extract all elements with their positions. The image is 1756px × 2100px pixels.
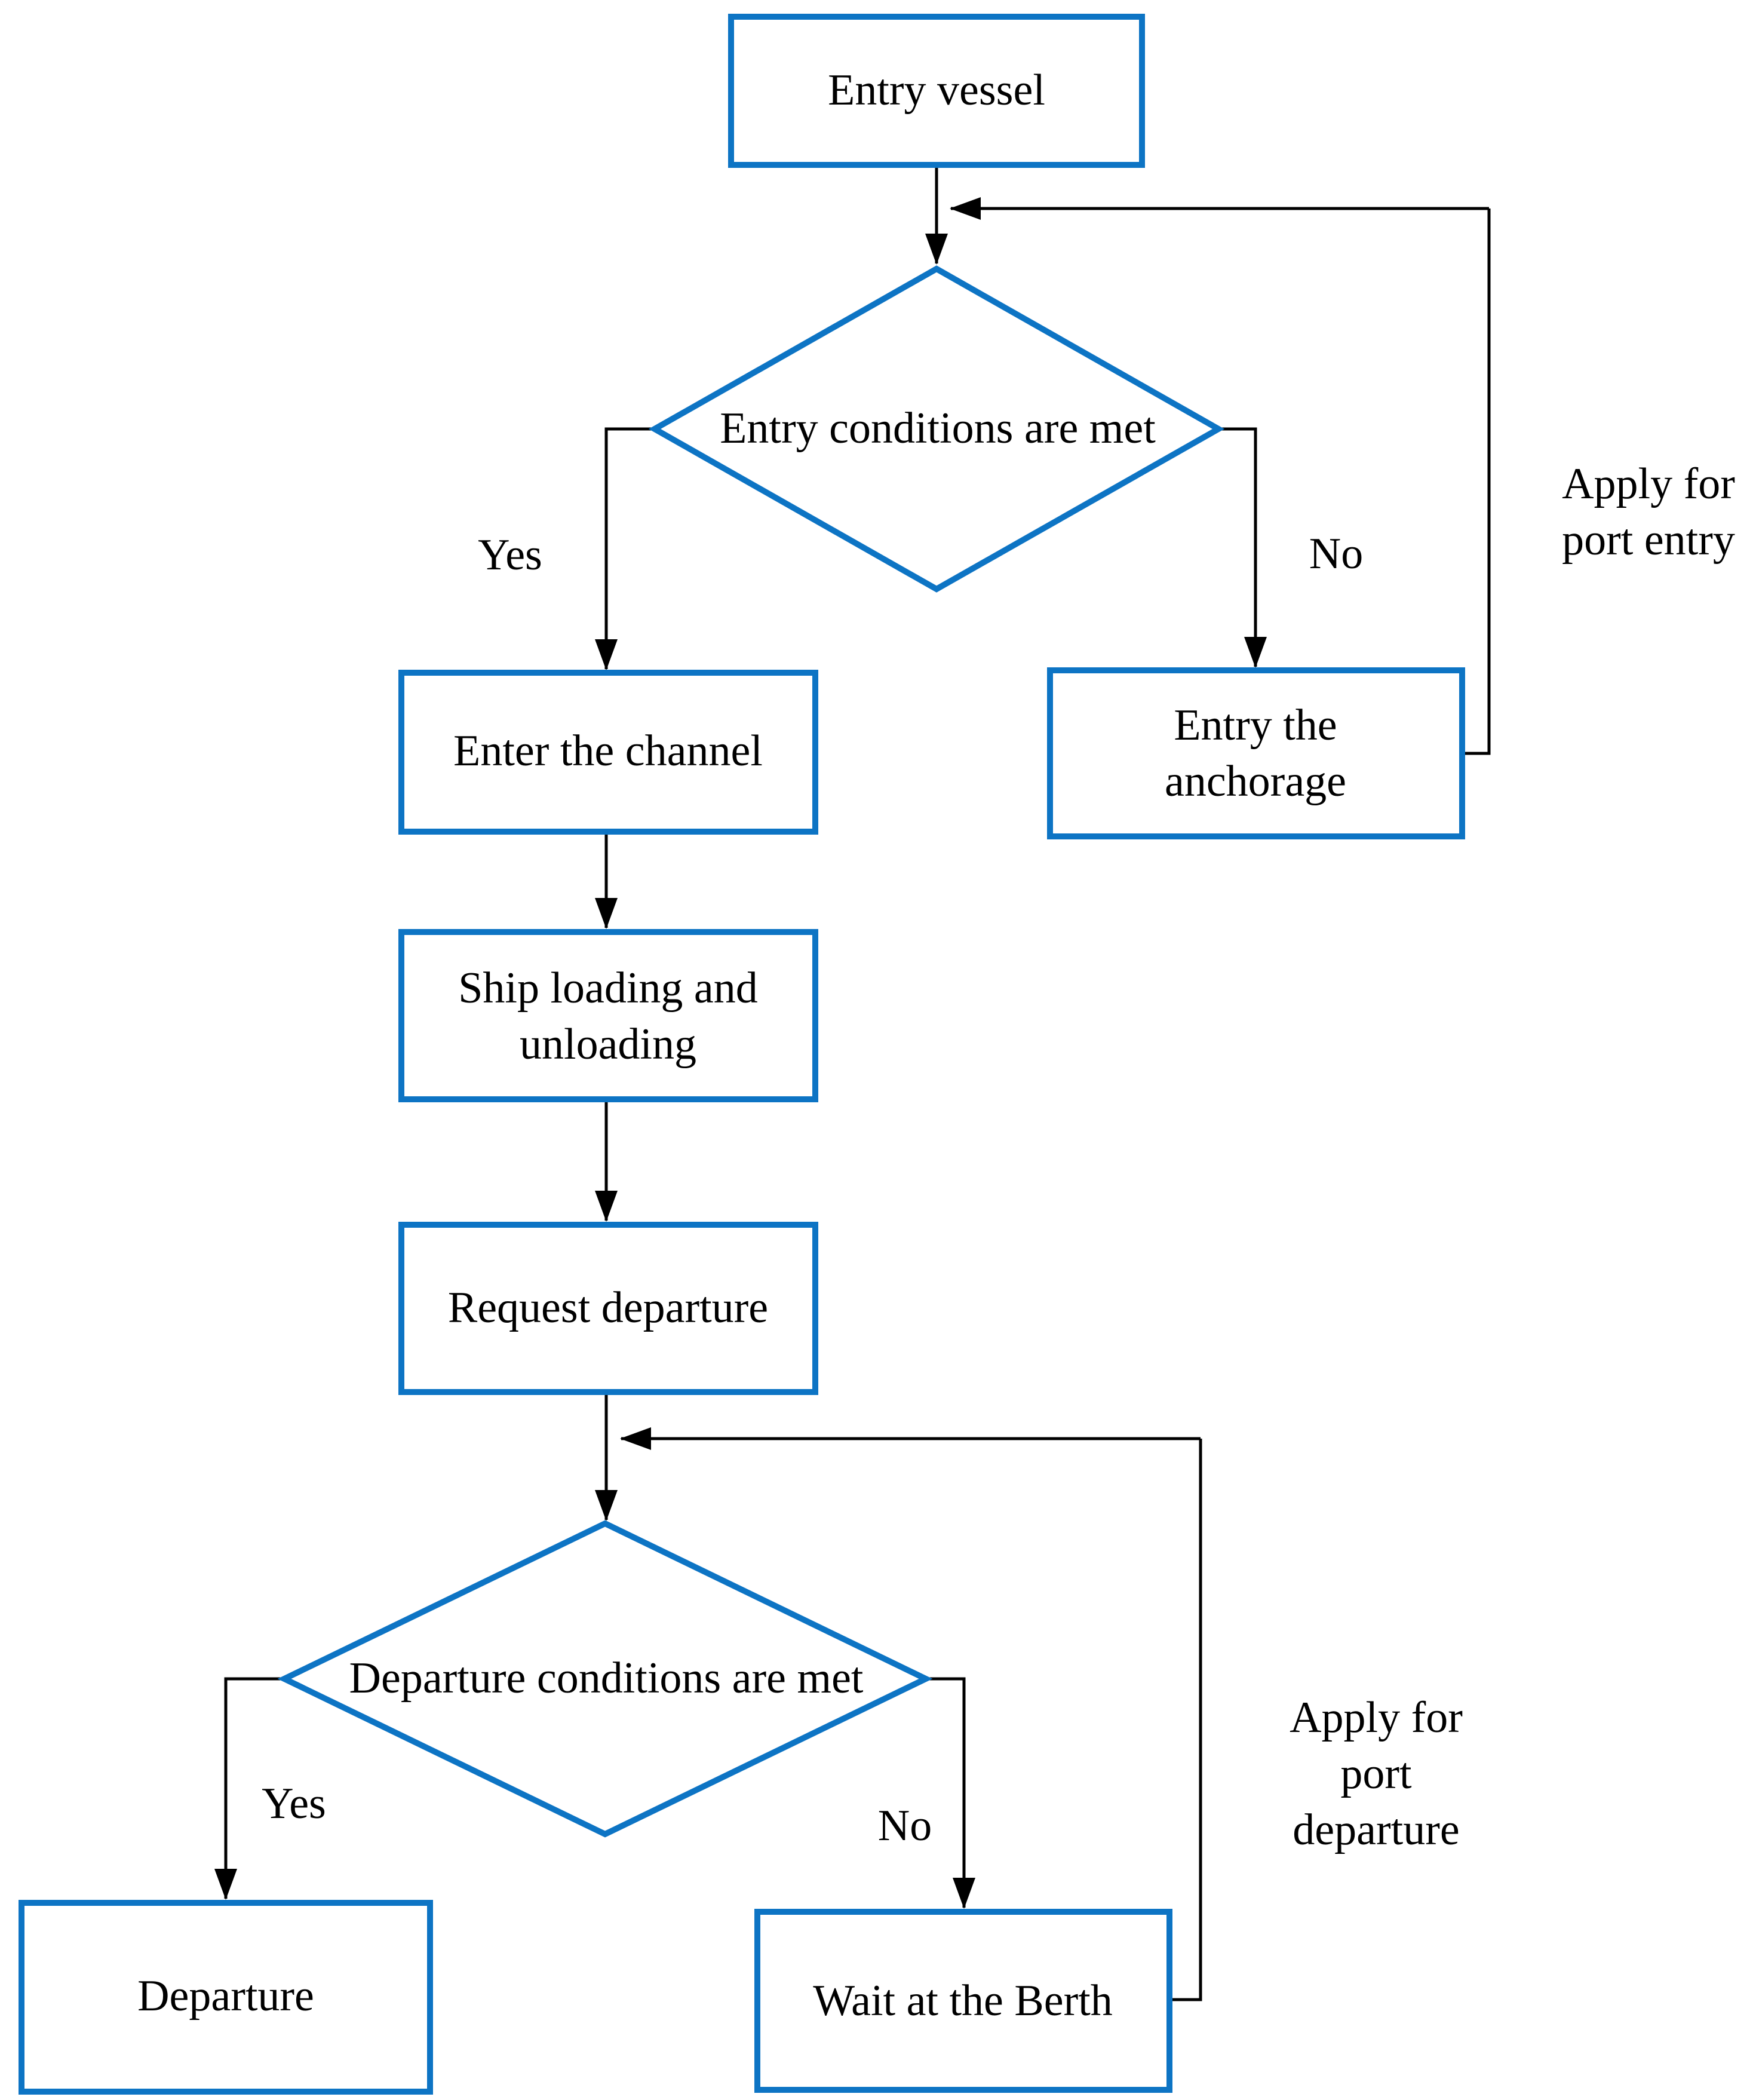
edge-label-apply-port-departure: Apply for port departure xyxy=(1290,1693,1463,1854)
edge-entry-decision-yes xyxy=(595,427,655,670)
node-departure-decision-shape xyxy=(277,1520,933,1838)
node-wait-berth-shape xyxy=(754,1909,1172,2093)
node-entry-vessel-label: Entry vessel xyxy=(828,66,1045,115)
edge-departure-decision-yes xyxy=(214,1677,284,1900)
edge-label-departure-no: No xyxy=(877,1801,932,1851)
node-ship-loading-label: Ship loading and unloading xyxy=(458,964,758,1069)
node-departure-decision-label: Departure conditions are met xyxy=(349,1654,864,1703)
node-request-departure-label: Request departure xyxy=(447,1283,769,1333)
node-departure-label: Departure xyxy=(137,1972,314,2021)
node-enter-channel-label: Enter the channel xyxy=(453,726,763,776)
edge-label-entry-no: No xyxy=(1309,529,1364,579)
edge-anchorage-loop-tail xyxy=(1462,209,1491,755)
node-entry-anchorage-shape xyxy=(1047,667,1465,839)
edge-departure-decision-no xyxy=(926,1677,975,1909)
node-entry-vessel-shape xyxy=(728,14,1145,168)
edge-label-entry-yes: Yes xyxy=(478,531,542,580)
node-departure-shape xyxy=(19,1900,433,2095)
edge-label-departure-yes: Yes xyxy=(262,1779,326,1829)
node-ship-loading-shape xyxy=(398,929,818,1102)
node-request-departure-shape xyxy=(398,1222,818,1395)
edge-label-apply-port-entry: Apply for port entry xyxy=(1562,459,1735,565)
node-wait-berth-label: Wait at the Berth xyxy=(813,1976,1113,2026)
edge-berth-loop-tail xyxy=(1169,1439,1202,2001)
edge-entry-decision-no xyxy=(1218,427,1267,668)
node-entry-anchorage-label: Entry the anchorage xyxy=(1164,701,1347,806)
node-entry-decision-shape xyxy=(648,265,1225,593)
node-entry-decision-label: Entry conditions are met xyxy=(720,404,1156,453)
node-enter-channel-shape xyxy=(398,670,818,835)
